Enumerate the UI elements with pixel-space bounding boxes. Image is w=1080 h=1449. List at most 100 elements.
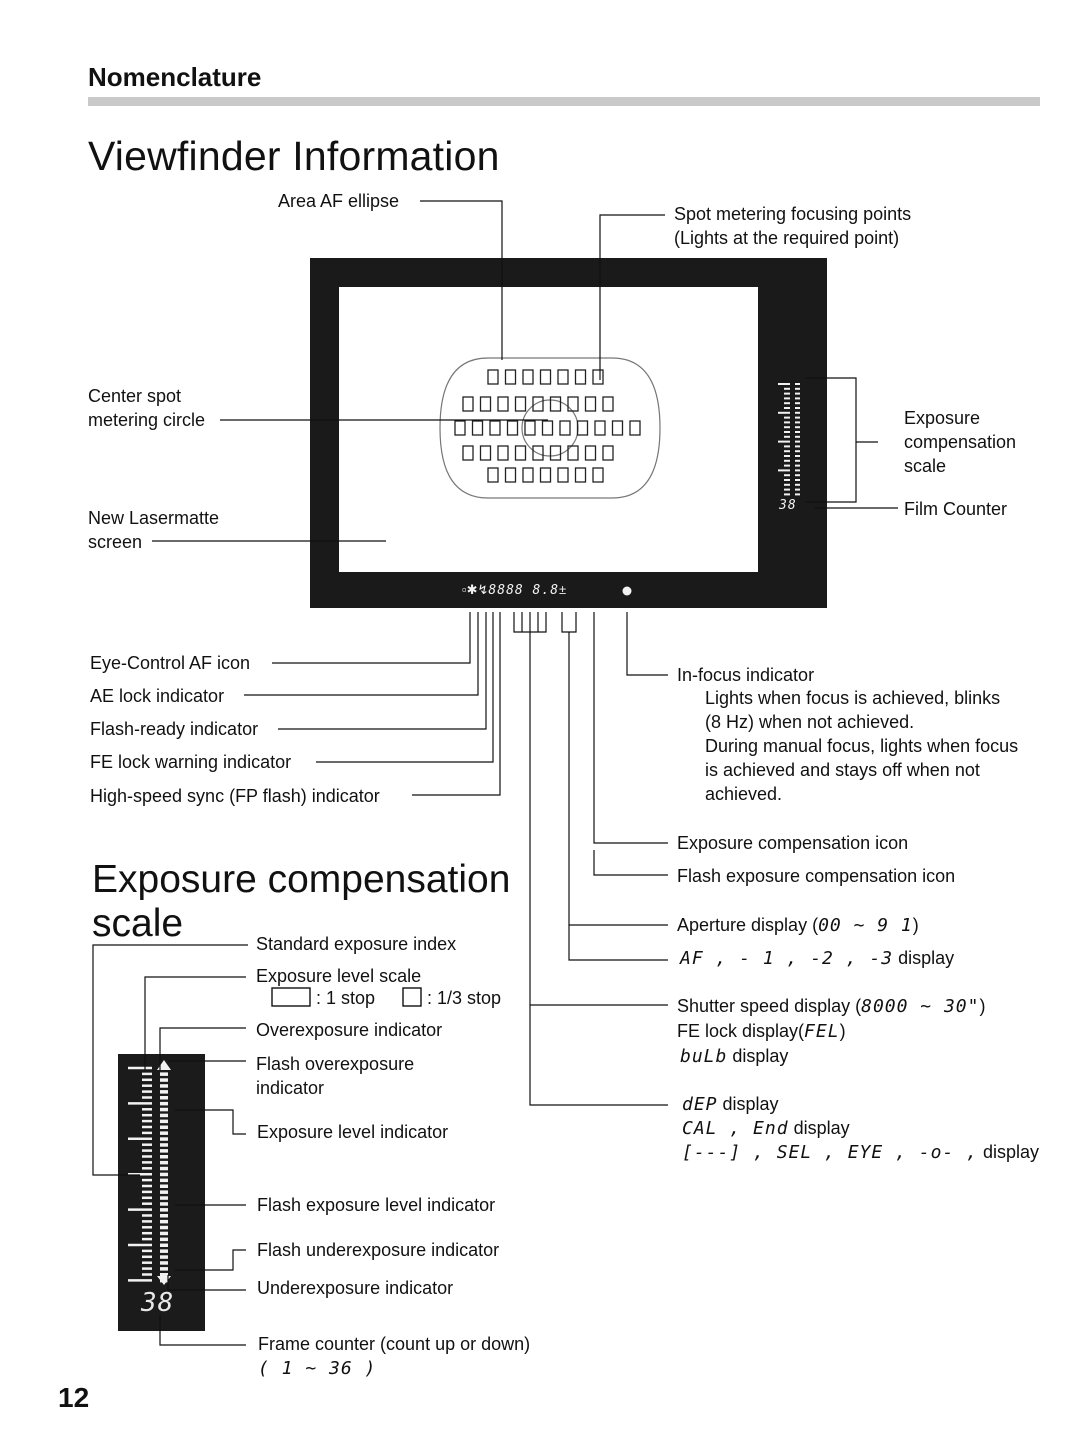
label-flash-level: Flash exposure level indicator bbox=[257, 1195, 496, 1215]
label-eye-control-af: Eye-Control AF icon bbox=[90, 653, 251, 673]
label-flash-over-1: Flash overexposure bbox=[256, 1054, 415, 1074]
scale-segment bbox=[160, 1273, 168, 1277]
af-points bbox=[454, 369, 641, 483]
label-area-af-ellipse: Area AF ellipse bbox=[278, 191, 400, 211]
scale-segment bbox=[160, 1072, 168, 1076]
leader-standard-index bbox=[92, 944, 248, 1176]
label-fe-lock-display: FE lock display(FEL) bbox=[677, 1021, 846, 1042]
scale-segment bbox=[160, 1190, 168, 1194]
in-focus-line-2: (8 Hz) when not achieved. bbox=[705, 712, 915, 732]
scale-segment bbox=[160, 1208, 168, 1212]
af-point bbox=[629, 420, 641, 436]
af-point bbox=[522, 467, 534, 483]
af-point bbox=[487, 467, 499, 483]
label-aperture-display: Aperture display (00 ~ 9 1) bbox=[677, 915, 919, 936]
scale-segment bbox=[160, 1149, 168, 1153]
af-point bbox=[611, 420, 624, 436]
in-focus-line-5: achieved. bbox=[705, 784, 783, 804]
in-focus-line-1: Lights when focus is achieved, blinks bbox=[705, 688, 1001, 708]
af-point bbox=[567, 396, 579, 412]
af-point bbox=[594, 420, 606, 436]
af-point bbox=[567, 445, 579, 461]
lcd-digits: 8888 8.8 bbox=[488, 583, 560, 598]
label-flash-ready: Flash-ready indicator bbox=[90, 719, 259, 739]
af-point bbox=[479, 445, 492, 461]
leader-spot-points bbox=[599, 214, 665, 380]
scale-segment bbox=[160, 1101, 168, 1106]
label-sel-eye-display: [---] , SEL , EYE , -o- , display bbox=[682, 1142, 1039, 1163]
aperture-bracket bbox=[561, 612, 577, 633]
scale-segment bbox=[160, 1113, 168, 1118]
scale-segment bbox=[160, 1178, 168, 1183]
big-exposure-scale bbox=[128, 1060, 171, 1285]
leader-frame-counter bbox=[159, 1315, 246, 1346]
label-af-display: AF , - 1 , -2 , -3 display bbox=[680, 948, 955, 969]
scale-segment bbox=[160, 1160, 168, 1165]
label-one-stop: : 1 stop bbox=[316, 988, 376, 1008]
label-third-stop: : 1/3 stop bbox=[427, 988, 502, 1008]
label-underexposure: Underexposure indicator bbox=[257, 1278, 454, 1298]
label-fe-lock-warning: FE lock warning indicator bbox=[90, 752, 292, 772]
page-number: 12 bbox=[58, 1382, 90, 1413]
af-point bbox=[497, 445, 509, 461]
ae-lock-icon: ✱ bbox=[466, 582, 478, 597]
leader-level-scale bbox=[144, 976, 246, 1070]
label-standard-index: Standard exposure index bbox=[256, 934, 457, 954]
scale-segment bbox=[160, 1078, 168, 1082]
scale-segment bbox=[160, 1219, 168, 1224]
af-point bbox=[602, 445, 614, 461]
scale-segment bbox=[160, 1255, 168, 1259]
scale-counter-digits: 38 bbox=[141, 1288, 175, 1318]
af-point bbox=[532, 396, 544, 412]
scale-title-2: scale bbox=[92, 902, 184, 945]
leader-exposure-scale bbox=[805, 377, 878, 443]
af-point bbox=[574, 369, 587, 385]
label-flash-over-2: indicator bbox=[256, 1078, 325, 1098]
label-exposure-comp-icon: Exposure compensation icon bbox=[677, 833, 909, 853]
af-point bbox=[584, 396, 597, 412]
af-point bbox=[462, 396, 474, 412]
af-point bbox=[479, 396, 492, 412]
leader-area-af bbox=[420, 200, 503, 360]
af-point bbox=[557, 369, 569, 385]
af-point bbox=[557, 467, 569, 483]
leader-flash-under bbox=[175, 1249, 246, 1271]
label-flash-under: Flash underexposure indicator bbox=[257, 1240, 500, 1260]
film-counter-digits: 38 bbox=[779, 498, 797, 513]
scale-segment bbox=[160, 1196, 168, 1200]
label-bulb-display: buLb display bbox=[680, 1046, 789, 1067]
af-point bbox=[559, 420, 571, 436]
in-focus-line-3: During manual focus, lights when focus bbox=[705, 736, 1019, 756]
exposure-comp-icon: ± bbox=[559, 582, 567, 597]
leader-underexposure bbox=[167, 1275, 246, 1291]
af-point bbox=[539, 369, 552, 385]
scale-segment bbox=[160, 1143, 168, 1147]
af-point bbox=[504, 467, 517, 483]
flash-ready-icon: ↯ bbox=[477, 582, 489, 597]
section-label: Nomenclature bbox=[88, 62, 262, 92]
af-point bbox=[489, 420, 501, 436]
label-shutter-speed: Shutter speed display (8000 ~ 30") bbox=[677, 996, 986, 1017]
lcd-readout: ▫✱↯8888 8.8± bbox=[462, 582, 566, 598]
af-point bbox=[532, 445, 544, 461]
af-point bbox=[514, 445, 527, 461]
label-in-focus: In-focus indicator bbox=[677, 665, 815, 685]
scale-segment bbox=[160, 1137, 168, 1141]
scale-segment bbox=[160, 1166, 168, 1171]
label-ae-lock: AE lock indicator bbox=[90, 686, 225, 706]
scale-segment bbox=[160, 1267, 168, 1271]
in-focus-line-4: is achieved and stays off when not bbox=[705, 760, 980, 780]
scale-segment bbox=[160, 1172, 168, 1177]
af-point bbox=[539, 467, 552, 483]
label-film-counter: Film Counter bbox=[904, 499, 1008, 519]
label-cal-end-display: CAL , End display bbox=[682, 1118, 850, 1139]
label-exp-scale-3: scale bbox=[904, 456, 947, 476]
af-point bbox=[592, 467, 604, 483]
third-stop-box bbox=[402, 987, 422, 1007]
scale-segment bbox=[160, 1214, 168, 1218]
scale-segment bbox=[160, 1202, 168, 1206]
in-focus-dot bbox=[622, 586, 632, 596]
scale-segment bbox=[160, 1131, 168, 1135]
af-point bbox=[522, 369, 534, 385]
